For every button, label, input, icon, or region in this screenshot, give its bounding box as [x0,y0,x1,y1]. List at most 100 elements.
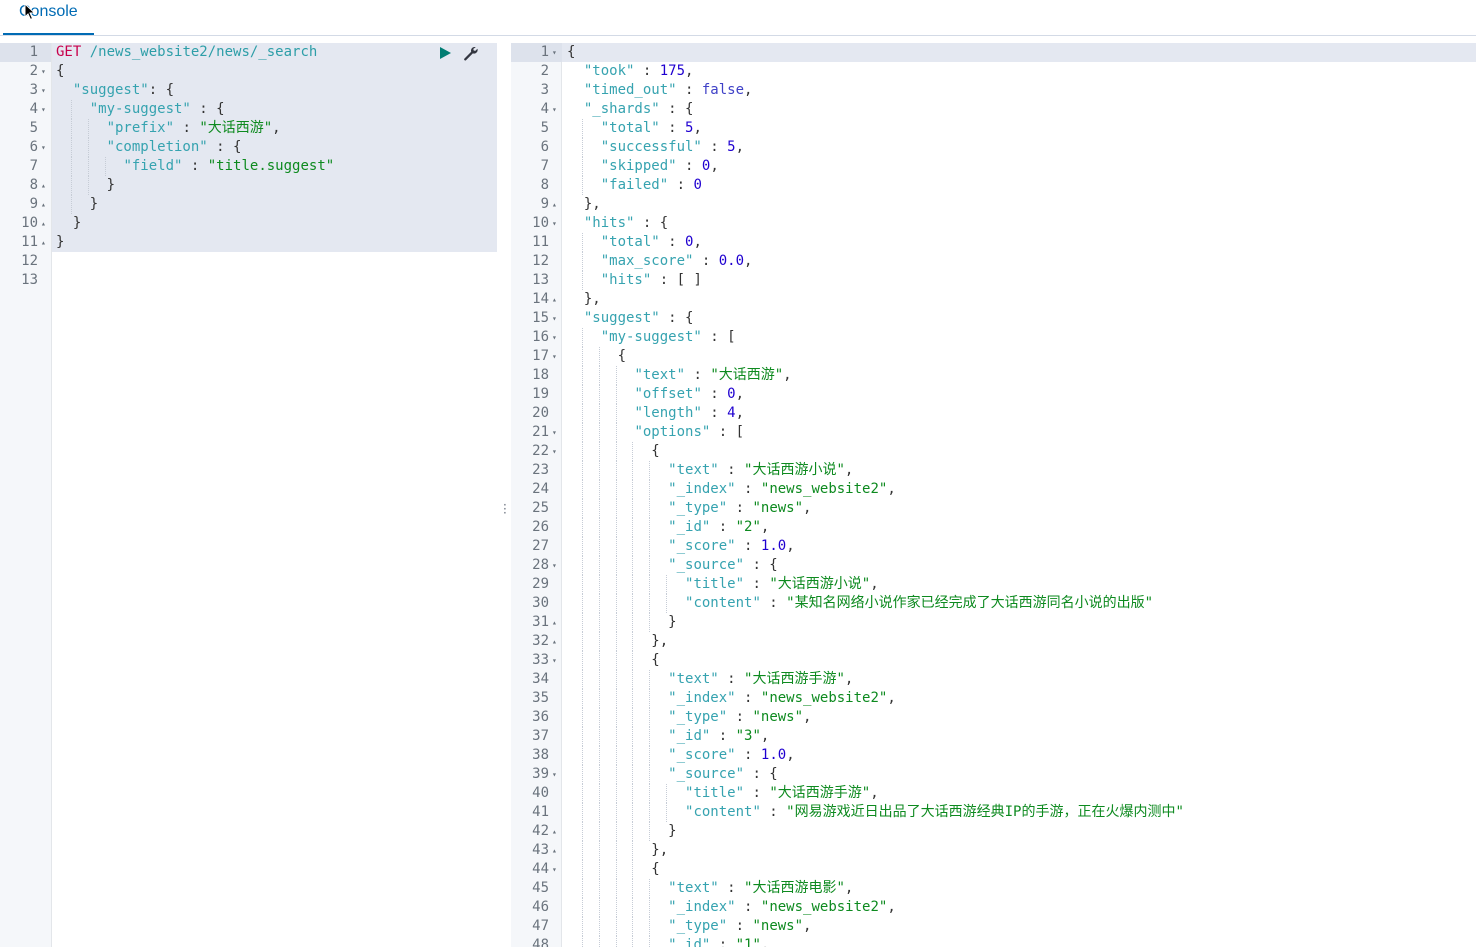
code-token: : [ ] [651,272,702,288]
response-line: 12 "max_score" : 0.0, [511,252,1476,271]
code-text: } [56,195,98,214]
fold-close-icon[interactable]: ▴ [552,846,557,855]
code-token: "大话西游" [710,367,784,383]
indent-guide [615,632,617,651]
line-number: 19 [532,386,549,402]
response-line: 42▴ } [511,822,1476,841]
line-number: 1 [540,44,549,60]
code-token [567,310,584,326]
indent-guide [598,632,600,651]
indent-guide [581,252,583,271]
indent-guide [598,860,600,879]
mouse-pointer-icon [24,3,36,21]
code-token: : [659,234,686,250]
fold-open-icon[interactable]: ▾ [41,105,46,114]
play-icon[interactable] [440,47,451,59]
response-line: 23 "text" : "大话西游小说", [511,461,1476,480]
indent-guide [615,613,617,632]
fold-open-icon[interactable]: ▾ [552,105,557,114]
line-number: 10 [532,215,549,231]
response-line: 45 "text" : "大话西游电影", [511,879,1476,898]
response-line: 24 "_index" : "news_website2", [511,480,1476,499]
fold-open-icon[interactable]: ▾ [552,447,557,456]
tab-console[interactable]: Console [3,0,94,35]
fold-open-icon[interactable]: ▾ [41,67,46,76]
code-token [81,44,89,60]
fold-open-icon[interactable]: ▾ [552,428,557,437]
fold-open-icon[interactable]: ▾ [552,865,557,874]
code-token [567,177,601,193]
code-text: "title" : "大话西游手游", [567,784,879,803]
code-token: "_id" [668,937,711,947]
line-number: 42 [532,823,549,839]
indent-guide [632,461,634,480]
indent-guide [581,613,583,632]
code-token: : [710,519,736,535]
code-token: : [735,481,761,497]
line-number: 18 [532,367,549,383]
code-token [56,120,107,136]
fold-open-icon[interactable]: ▾ [552,656,557,665]
fold-close-icon[interactable]: ▴ [41,200,46,209]
fold-open-icon[interactable]: ▾ [552,352,557,361]
wrench-icon[interactable] [462,45,478,61]
fold-open-icon[interactable]: ▾ [41,86,46,95]
fold-close-icon[interactable]: ▴ [552,618,557,627]
indent-guide [615,746,617,765]
fold-close-icon[interactable]: ▴ [552,295,557,304]
fold-close-icon[interactable]: ▴ [41,238,46,247]
code-token: , [887,899,896,915]
code-text: "_score" : 1.0, [567,746,794,765]
fold-close-icon[interactable]: ▴ [552,827,557,836]
fold-close-icon[interactable]: ▴ [41,219,46,228]
code-token: : { [659,101,694,117]
code-text: { [56,62,64,81]
request-line: 7 "field" : "title.suggest" [0,157,497,176]
line-number: 27 [532,538,549,554]
indent-guide [649,518,651,537]
fold-open-icon[interactable]: ▾ [552,314,557,323]
code-token: "大话西游小说" [769,576,871,592]
code-token: "_score" [668,747,736,763]
code-token: { [56,63,65,79]
fold-close-icon[interactable]: ▴ [552,637,557,646]
code-token: : { [659,310,694,326]
code-token: "suggest" [583,310,660,326]
response-viewer[interactable]: 1▾{2 "took" : 175,3 "timed_out" : false,… [511,43,1476,947]
code-token [567,63,584,79]
code-token: 0 [701,158,711,174]
fold-open-icon[interactable]: ▾ [41,143,46,152]
code-token: , [887,690,896,706]
fold-open-icon[interactable]: ▾ [552,48,557,57]
fold-open-icon[interactable]: ▾ [552,770,557,779]
line-number: 44 [532,861,549,877]
fold-open-icon[interactable]: ▾ [552,561,557,570]
indent-guide [615,651,617,670]
indent-guide [598,461,600,480]
code-token: "text" [634,367,686,383]
fold-open-icon[interactable]: ▾ [552,219,557,228]
code-token: } [567,823,677,839]
code-token: "_shards" [583,101,660,117]
indent-guide [615,556,617,575]
indent-guide [632,841,634,860]
fold-close-icon[interactable]: ▴ [552,200,557,209]
pane-resizer[interactable]: ··· [497,43,511,947]
code-token: "news" [752,500,804,516]
code-token: : [727,500,753,516]
response-line: 2 "took" : 175, [511,62,1476,81]
code-token: "my-suggest" [89,101,191,117]
response-line: 48 "_id" : "1", [511,936,1476,947]
fold-close-icon[interactable]: ▴ [41,181,46,190]
line-number: 41 [532,804,549,820]
response-line: 44▾ { [511,860,1476,879]
code-text: } [56,176,115,195]
code-text: { [567,651,659,670]
indent-guide [581,708,583,727]
code-token: 4 [727,405,736,421]
indent-guide [581,385,583,404]
code-token [567,253,601,269]
fold-open-icon[interactable]: ▾ [552,333,557,342]
indent-guide [598,575,600,594]
